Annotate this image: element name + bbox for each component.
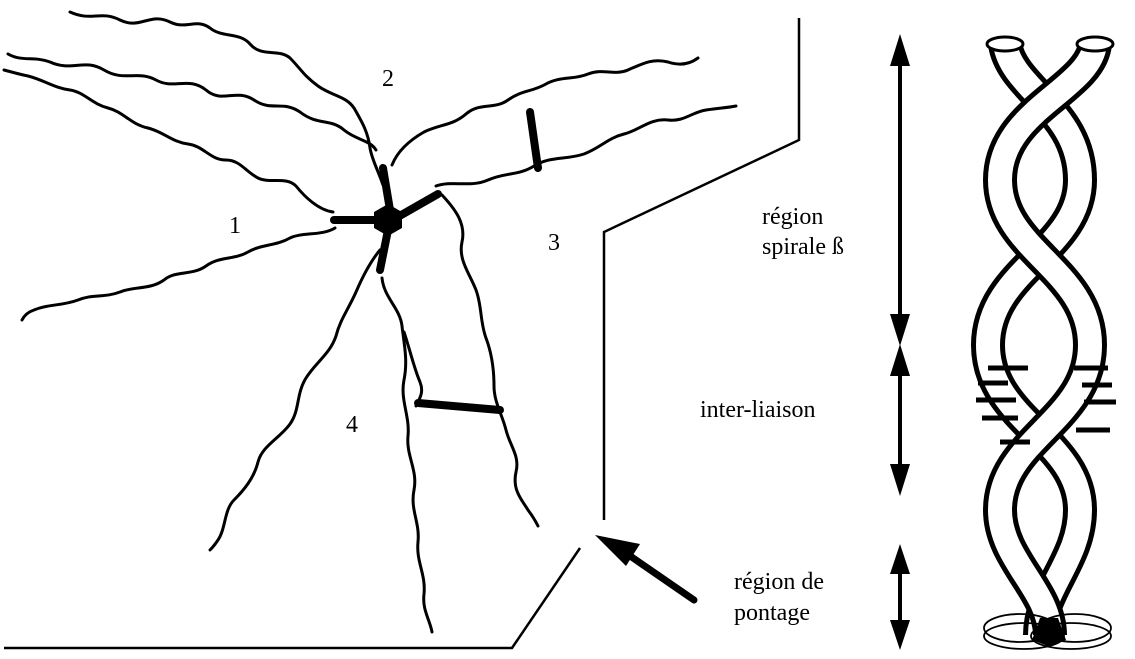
helix-cap-right (1075, 35, 1115, 53)
arm-label-1: 1 (229, 213, 241, 239)
bridging-knot (1032, 618, 1066, 646)
beta-spiral-label-2: spirale ß (762, 234, 844, 260)
bridging-label-2: pontage (734, 600, 810, 626)
chain-arm-3b (434, 104, 738, 188)
arm-label-4: 4 (346, 412, 358, 438)
pointer-arrow (595, 535, 698, 604)
helix-cap-left (985, 35, 1025, 53)
node-bond-right (392, 190, 442, 222)
crosslink-node (374, 204, 402, 236)
chain-arm-3a (390, 56, 700, 167)
arm-label-2: 2 (382, 66, 394, 92)
chain-arm-4a (208, 248, 382, 552)
arm-label-3: 3 (548, 230, 560, 256)
node-bond-down (376, 226, 392, 274)
chain-arm-1a (2, 68, 335, 214)
dimension-arrows (890, 34, 910, 650)
chain-arm-2b (6, 52, 378, 152)
zoom-callout-base (4, 547, 582, 650)
beta-spiral-label-1: région (762, 204, 823, 230)
helix-crosslink-bars (976, 365, 1116, 445)
zoom-callout-outline (602, 18, 801, 520)
chain-arm-1b (20, 226, 337, 322)
crosslink-bar-upper (526, 108, 542, 172)
crosslinked-network (2, 10, 738, 634)
bridging-label-1: région de (734, 569, 824, 595)
crosslink-bar-lower (414, 399, 504, 414)
double-helix (970, 35, 1116, 650)
chain-arm-2a (68, 10, 385, 187)
chain-arm-4b (380, 276, 434, 634)
node-bond-up (379, 164, 394, 214)
chain-arm-4c (440, 193, 540, 528)
crosslink-label: inter-liaison (700, 397, 816, 423)
